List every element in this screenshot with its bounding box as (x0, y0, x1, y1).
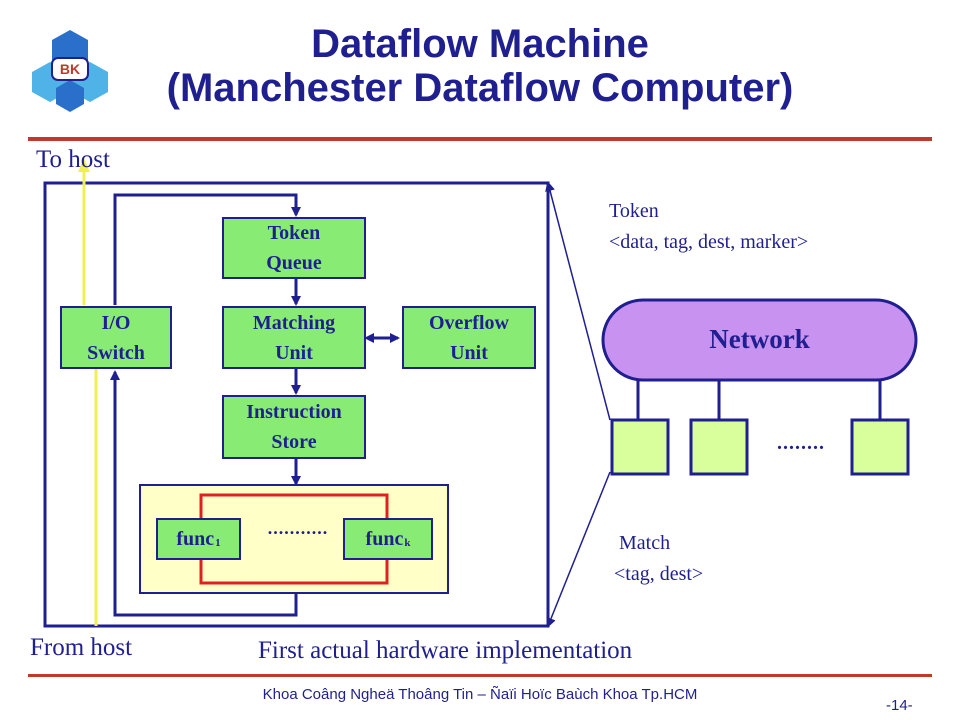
page-number: -14- (886, 697, 913, 714)
zoom-line-top (545, 181, 611, 421)
network-pill (601, 298, 918, 382)
instruction-store-line-2: Store (271, 431, 317, 453)
match-label: Match (619, 532, 671, 554)
page-title: Dataflow Machine (Manchester Dataflow Co… (0, 22, 960, 110)
token-label: Token (609, 200, 659, 222)
token-queue-line-2: Queue (266, 252, 322, 274)
func-1-sub: 1 (215, 537, 221, 549)
match-format-label: <tag, dest> (614, 563, 704, 585)
network-node-1 (610, 418, 670, 476)
overflow-unit-line-1: Overflow (429, 311, 509, 334)
zoom-line-bottom (546, 471, 611, 628)
token-format-label: <data, tag, dest, marker> (609, 231, 809, 253)
from-host-label: From host (30, 634, 133, 661)
token-queue-line-1: Token (267, 222, 321, 244)
title-line-2: (Manchester Dataflow Computer) (166, 66, 794, 110)
instruction-store-line-1: Instruction (246, 401, 342, 423)
network-label: Network (709, 324, 810, 354)
logo-hex-bottom (56, 80, 84, 112)
func-1-label: func (176, 528, 215, 550)
logo-badge (51, 57, 89, 81)
matching-unit-line-2: Unit (275, 341, 313, 364)
token-queue-box: Token Queue (222, 217, 366, 279)
top-rule (28, 137, 932, 141)
bottom-rule (28, 674, 932, 677)
func-k-sub: k (404, 537, 411, 549)
overflow-unit-box: Overflow Unit (402, 306, 536, 369)
io-to-queue-arrow (113, 193, 301, 305)
instruction-store-box: Instruction Store (222, 395, 366, 459)
io-switch-box: I/O Switch (60, 306, 172, 369)
network-node-k (850, 418, 910, 476)
io-switch-line-2: Switch (87, 341, 145, 364)
overflow-unit-line-2: Unit (450, 341, 488, 364)
machine-frame (43, 181, 550, 628)
matching-unit-box: Matching Unit (222, 306, 366, 369)
func-to-io-arrow (110, 370, 298, 617)
network-node-2 (689, 418, 749, 476)
diagram-caption: First actual hardware implementation (258, 637, 633, 664)
title-line-1: Dataflow Machine (311, 22, 649, 66)
to-host-label: To host (36, 146, 110, 173)
func-dots: ........... (267, 518, 329, 538)
network-node-dots: ........ (777, 432, 825, 454)
func-k-label: func (365, 528, 404, 550)
footer-text: Khoa Coâng Ngheä Thoâng Tin – Ñaïi Hoïc … (262, 686, 698, 703)
to-host-arrowhead (78, 158, 90, 172)
logo-text: BK (60, 61, 80, 77)
bk-logo: BK (28, 28, 112, 112)
matching-unit-line-1: Matching (252, 311, 336, 334)
io-switch-line-1: I/O (101, 311, 131, 334)
